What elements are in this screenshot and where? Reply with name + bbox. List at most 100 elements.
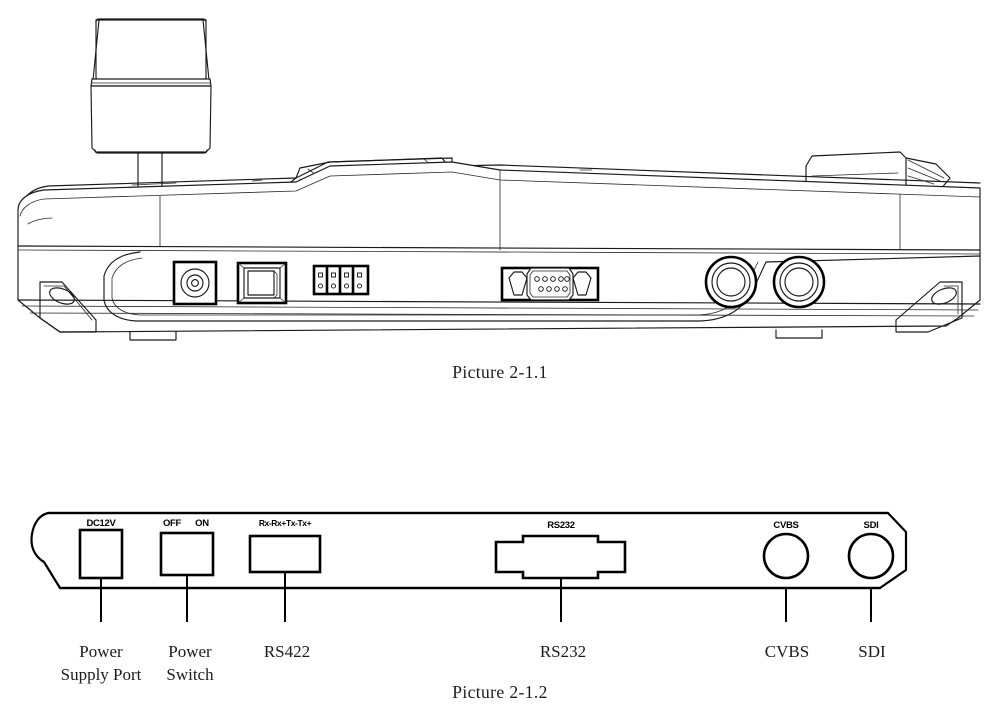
db9-pin-8 <box>554 286 560 292</box>
left-foot-slot <box>49 287 75 305</box>
deck-nub-left <box>131 182 177 186</box>
left-foot-inner <box>43 285 93 321</box>
figure-2-caption: Picture 2-1.2 <box>452 682 548 702</box>
terminal-hole-4 <box>356 283 363 289</box>
joystick-knob-lower-fillet <box>94 149 208 154</box>
db9-shell-inner <box>529 270 571 298</box>
db9-pin-6 <box>538 286 544 292</box>
switch-rocker-cap <box>247 270 275 296</box>
sdi-silk-label: SDI <box>864 520 879 531</box>
right-module-fan <box>905 157 951 191</box>
panel-cvbs-port: CVBS <box>762 520 810 580</box>
panel-sdi-port: SDI <box>847 520 895 580</box>
db9-pin-9 <box>562 286 568 292</box>
switch-bezel-corners <box>237 262 287 304</box>
figure-1-caption: Picture 2-1.1 <box>452 362 548 382</box>
callout-leaders <box>100 572 872 622</box>
corner-highlight <box>27 217 53 225</box>
callout-rs232-label: RS232 <box>540 642 586 661</box>
db9-pin-7 <box>546 286 552 292</box>
db9-screw-right <box>572 271 592 296</box>
db9-pin-4 <box>558 276 564 282</box>
terminal-screw-4 <box>357 272 362 278</box>
cvbs-silk-label: CVBS <box>773 520 798 531</box>
callout-power-switch-line1: Power <box>168 642 212 661</box>
right-foot-slot <box>931 287 957 305</box>
sdi-hole <box>847 532 895 580</box>
connector-trough-outline <box>103 251 981 322</box>
switch-off-silk-label: OFF <box>163 518 182 529</box>
cvbs-bore <box>716 267 746 297</box>
body-band-upper-split <box>17 245 981 251</box>
dc-port-rect <box>78 528 124 580</box>
db9-pin-3 <box>550 276 556 282</box>
right-module-fan-rib2 <box>907 167 941 182</box>
db9-shell <box>526 267 574 301</box>
terminal-hole-1 <box>317 283 324 289</box>
sdi-bore <box>784 267 814 297</box>
rs232-silk-label: RS232 <box>547 520 575 531</box>
power-switch-rect <box>159 531 215 577</box>
sdi-ring-inner <box>779 262 819 302</box>
skirt-line-2 <box>21 305 979 311</box>
rs422-pinout-silk-label: Rx-Rx+Tx-Tx+ <box>259 518 312 528</box>
body-band-top <box>19 171 981 217</box>
sdi-knurled-ring <box>772 255 826 309</box>
joystick-knob-top-fillet <box>95 18 207 23</box>
joystick-taper-right <box>202 19 210 81</box>
panel-power-switch: OFF ON <box>159 518 215 577</box>
panel-rs232-port: RS232 <box>494 520 627 580</box>
switch-on-silk-label: ON <box>195 518 209 529</box>
cvbs-hole <box>762 532 810 580</box>
dc-jack-pin <box>191 279 199 287</box>
right-foot-bracket <box>895 281 963 333</box>
callout-rs422-label: RS422 <box>264 642 310 661</box>
right-module-fan-rib3 <box>907 175 935 185</box>
cvbs-ring-inner <box>711 262 751 302</box>
right-module-outline <box>805 151 907 191</box>
callout-power-supply-port-line1: Power <box>79 642 123 661</box>
rs232-cutout <box>494 534 627 580</box>
joystick-taper-left <box>92 19 100 81</box>
bnc-cvbs-jack <box>704 255 758 309</box>
dc-jack-outer-ring <box>180 268 210 298</box>
panel-dc-power-port: DC12V <box>78 518 124 580</box>
callout-power-supply-port-line2: Supply Port <box>61 665 142 684</box>
terminal-screw-3 <box>344 272 349 278</box>
rs422-terminal-block <box>312 264 370 296</box>
db9-pin-5 <box>564 276 570 282</box>
rocker-power-switch <box>236 261 288 305</box>
right-module-fan-rib1 <box>907 159 945 179</box>
terminal-screw-2 <box>331 272 336 278</box>
terminal-hole-2 <box>330 283 337 289</box>
terminal-block-dividers <box>325 266 355 294</box>
db9-pin-1 <box>534 276 540 282</box>
joystick-knob-lower <box>90 85 212 153</box>
bnc-sdi-jack <box>772 255 826 309</box>
callout-labels: Power Supply Port Power Switch RS422 RS2… <box>61 642 886 684</box>
terminal-hole-3 <box>343 283 350 289</box>
left-foot-bracket <box>39 281 97 333</box>
callout-cvbs-label: CVBS <box>765 642 809 661</box>
figure-2-1-2: DC12V OFF ON Rx-Rx+Tx-Tx+ RS232 CVBS SDI <box>30 511 908 702</box>
dc-jack-barrel <box>186 274 204 292</box>
figure-2-1-1: Picture 2-1.1 <box>17 18 981 382</box>
rs422-rect <box>248 534 322 574</box>
callout-power-switch-line2: Switch <box>166 665 214 684</box>
joystick <box>90 18 212 191</box>
switch-rocker-shade <box>273 270 278 299</box>
dc-power-silk-label: DC12V <box>86 518 116 529</box>
joystick-seam-band <box>90 78 212 87</box>
panel-rs422-port: Rx-Rx+Tx-Tx+ <box>248 518 322 574</box>
joystick-knob-top <box>95 19 207 83</box>
foot-tab-left <box>129 331 177 341</box>
cvbs-knurled-ring <box>704 255 758 309</box>
right-foot-inner <box>943 285 959 315</box>
skirt-line-3 <box>29 312 975 317</box>
foot-tab-right <box>775 329 823 339</box>
dc-power-jack <box>172 260 218 306</box>
db9-pin-2 <box>542 276 548 282</box>
chassis-body <box>17 161 981 341</box>
